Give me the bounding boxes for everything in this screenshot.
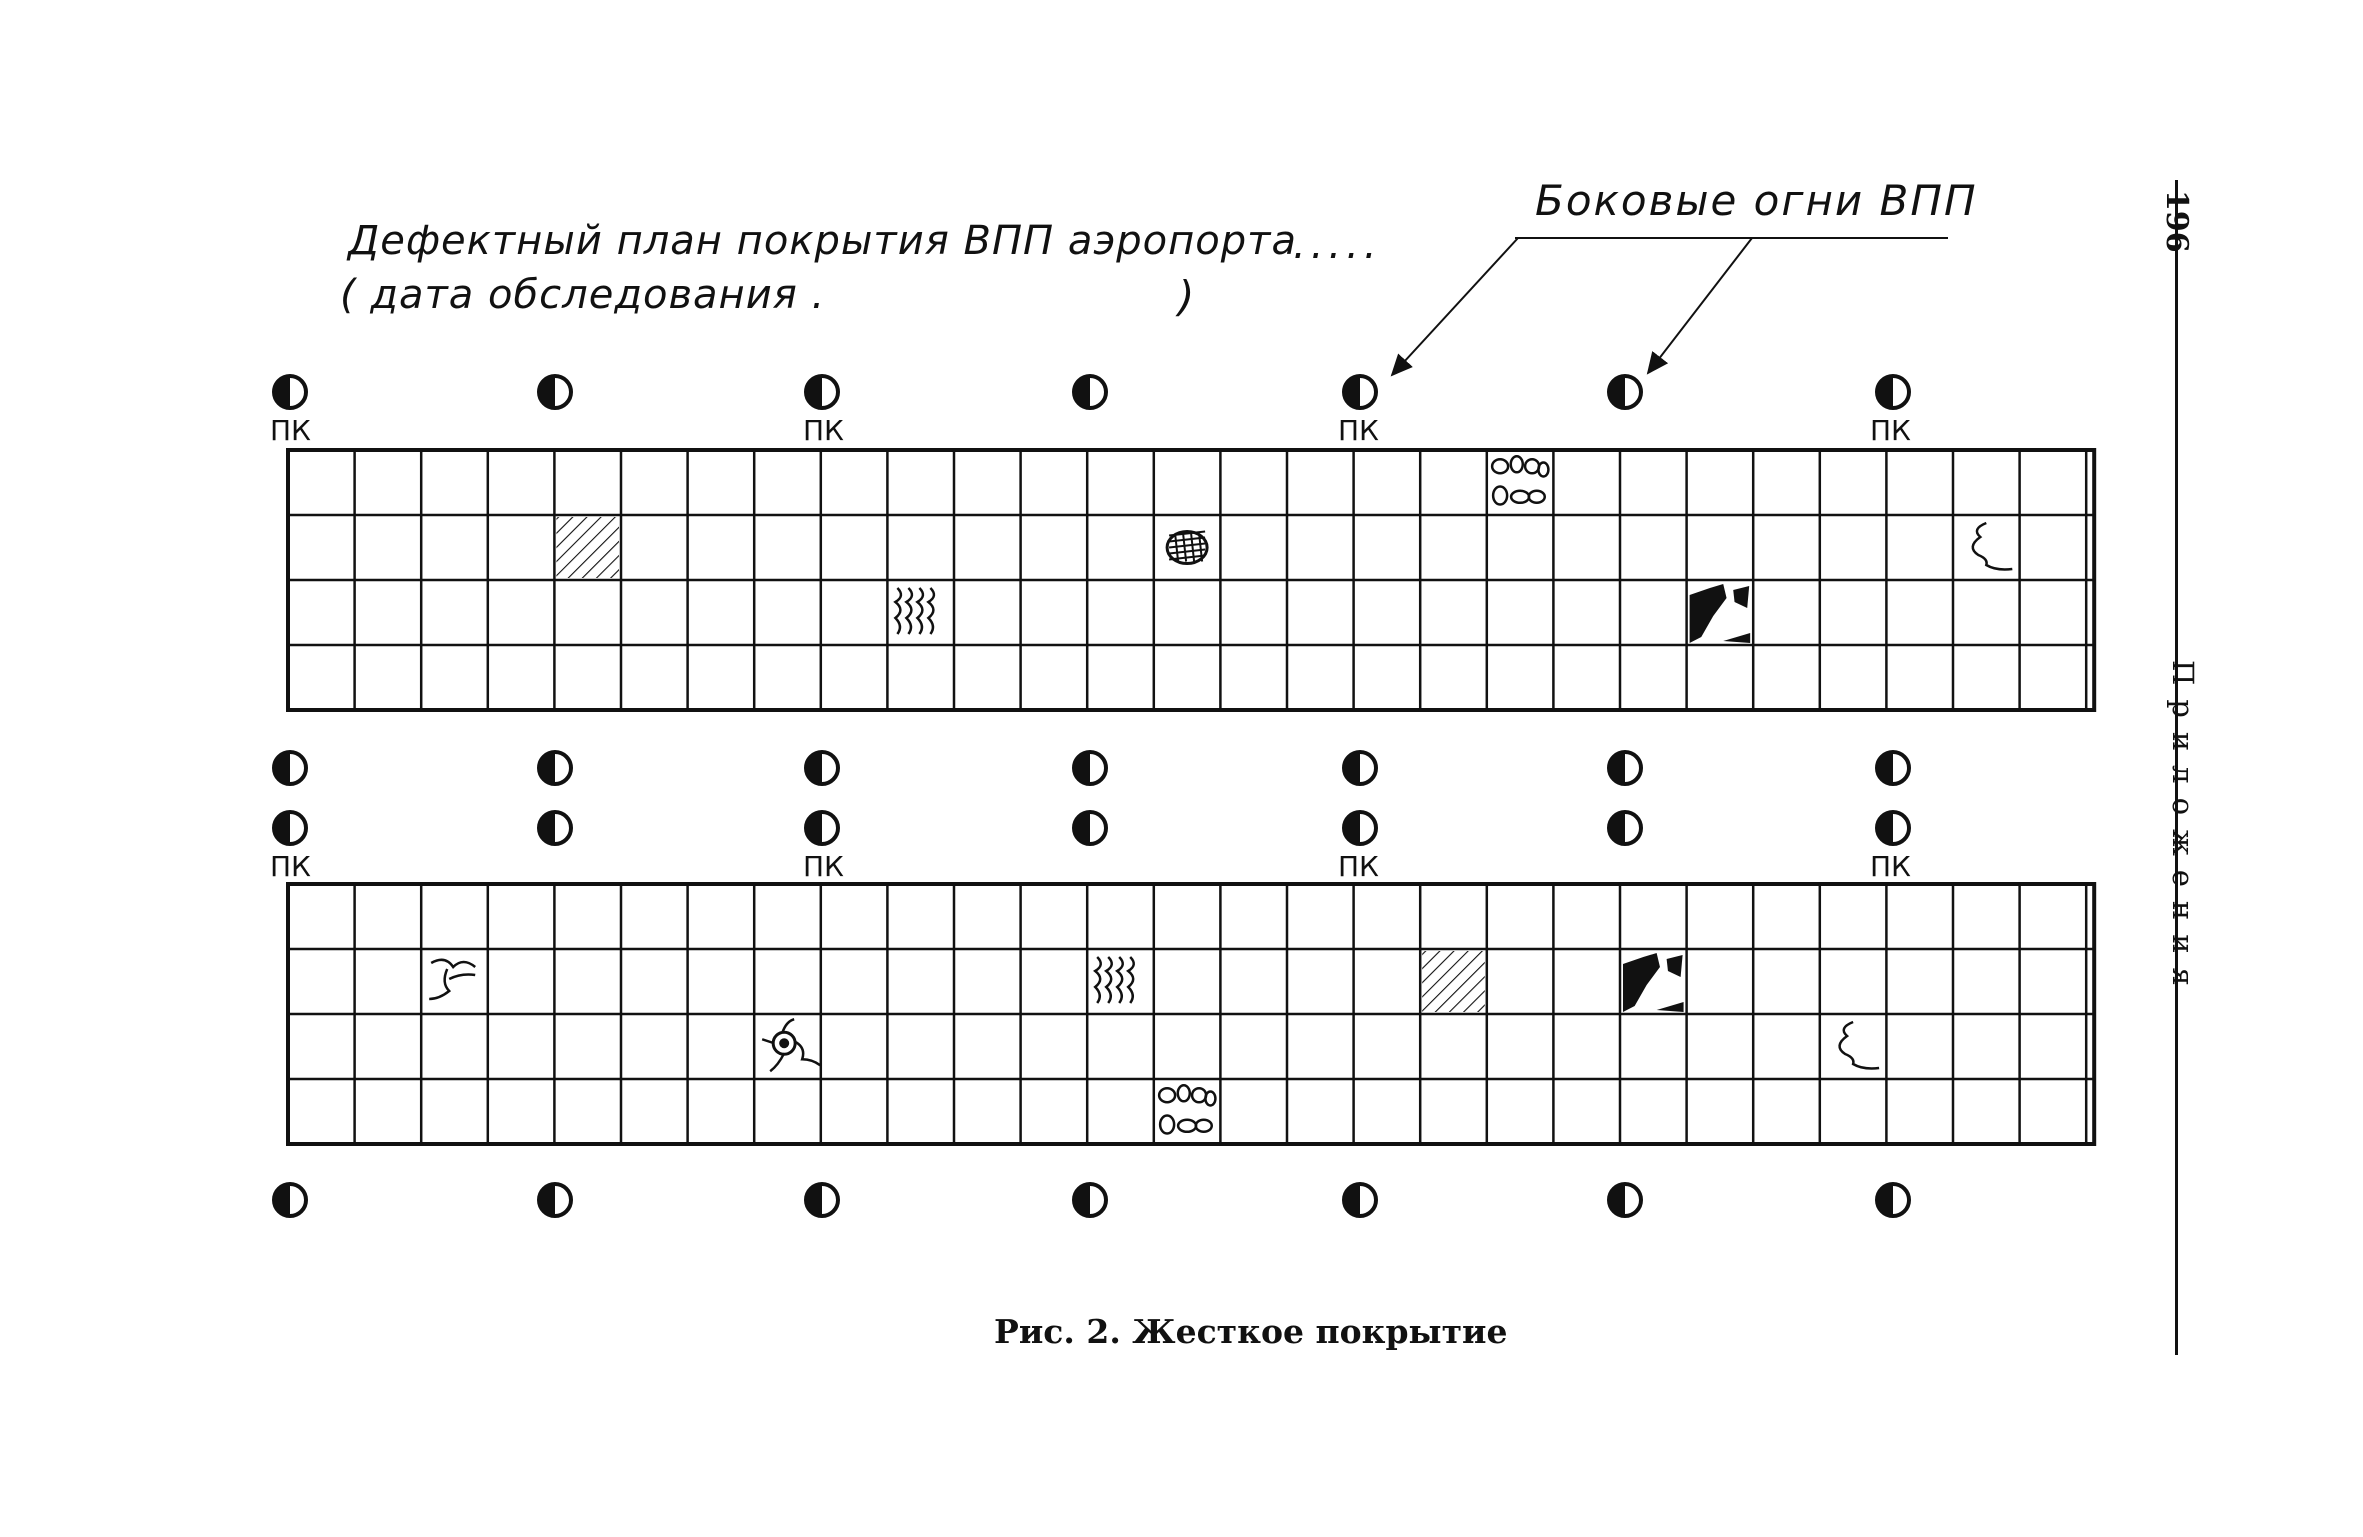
branch-crack-defect (429, 958, 476, 1001)
runway-side-light-icon (537, 810, 573, 846)
runway-side-light-icon (272, 750, 308, 786)
page-number: 196 (2159, 190, 2194, 253)
runway-side-light-icon (1607, 810, 1643, 846)
single-crack-defect (1971, 521, 2013, 571)
runway-side-light-icon (1072, 1182, 1108, 1218)
runways-layer: ПК ПК ПК ПК ПК ПК ПК ПК (270, 374, 2097, 1218)
runway-side-light-icon (272, 374, 308, 410)
runway-side-light-icon (1875, 374, 1911, 410)
plan-title-line2-close: ) (1178, 272, 1195, 321)
black-spalling-defect (1689, 584, 1751, 643)
picket-label: ПК (1870, 414, 1911, 447)
runway-side-light-icon (1875, 810, 1911, 846)
hatched-patch-defect (556, 517, 619, 578)
runway-side-light-icon (1342, 810, 1378, 846)
picket-label: ПК (270, 850, 311, 883)
runway-side-light-icon (1072, 374, 1108, 410)
runway-1: ПК ПК ПК ПК (270, 374, 2097, 786)
plan-title-line2: ( дата обследования . (340, 272, 826, 318)
runway-side-light-icon (804, 1182, 840, 1218)
section-title: Приложения (2166, 660, 2200, 1000)
crack-network-defect (893, 587, 936, 635)
figure-caption: Рис. 2. Жесткое покрытие (994, 1312, 1508, 1351)
runway-side-light-icon (1342, 374, 1378, 410)
runway-side-light-icon (1072, 750, 1108, 786)
runway-side-light-icon (1875, 750, 1911, 786)
picket-label: ПК (1870, 850, 1911, 883)
runway-side-light-icon (804, 374, 840, 410)
star-crack-defect (761, 1018, 821, 1073)
runway-side-light-icon (537, 374, 573, 410)
single-crack-defect (1838, 1020, 1880, 1070)
potholes-cluster-defect (1157, 1084, 1217, 1135)
callout-leader-lines (1390, 237, 1948, 377)
runway-side-light-icon (804, 810, 840, 846)
callout-arrow-2 (1646, 237, 1753, 375)
plan-title-dots: ..... (1293, 222, 1382, 268)
runway-side-light-icon (1607, 1182, 1643, 1218)
runway-side-light-icon (1875, 1182, 1911, 1218)
runway-side-light-icon (272, 1182, 308, 1218)
margin-rule (2175, 180, 2178, 1355)
picket-label: ПК (1338, 414, 1379, 447)
runway-side-light-icon (1072, 810, 1108, 846)
black-spalling-defect (1623, 953, 1684, 1012)
picket-label: ПК (270, 414, 311, 447)
side-lights-callout-label: Боковые огни ВПП (1535, 176, 1978, 225)
callout-arrow-1 (1390, 237, 1519, 377)
hatched-patch-defect (1422, 951, 1485, 1012)
runway-side-light-icon (1607, 750, 1643, 786)
picket-label: ПК (803, 850, 844, 883)
plan-title-line1: Дефектный план покрытия ВПП аэропорта (348, 218, 1297, 264)
picket-label: ПК (1338, 850, 1379, 883)
runway-side-light-icon (1342, 1182, 1378, 1218)
runway-side-light-icon (537, 1182, 573, 1218)
runway-side-light-icon (1342, 750, 1378, 786)
runway-side-light-icon (537, 750, 573, 786)
runway-side-light-icon (272, 810, 308, 846)
runway-2: ПК ПК ПК ПК (270, 810, 2097, 1218)
runway-side-light-icon (1607, 374, 1643, 410)
crack-network-defect (1093, 956, 1135, 1004)
runway-side-light-icon (804, 750, 840, 786)
picket-label: ПК (803, 414, 844, 447)
potholes-cluster-defect (1490, 455, 1550, 506)
mesh-spall-defect (1165, 530, 1209, 565)
